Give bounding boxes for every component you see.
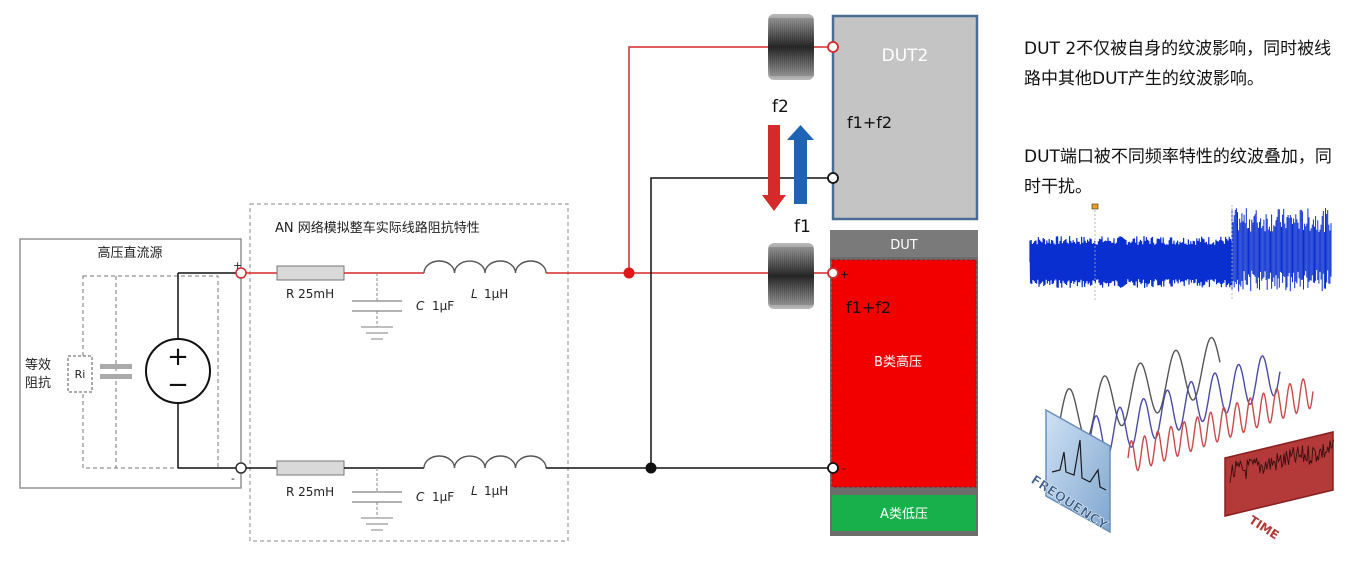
dut-minus-terminal bbox=[827, 462, 839, 474]
dut2-f-sum: f1+f2 bbox=[847, 113, 892, 132]
dut-a-label: A类低压 bbox=[880, 507, 928, 522]
dut-minus-sign: - bbox=[842, 462, 846, 475]
resistor-bottom bbox=[276, 460, 345, 476]
frequency-arrows: f2 f1 bbox=[762, 97, 814, 237]
capacitor-top bbox=[352, 273, 402, 340]
l-bottom-value: 1μH bbox=[484, 484, 508, 498]
note-paragraph-2: DUT端口被不同频率特性的纹波叠加，同时干扰。 bbox=[1024, 147, 1332, 197]
an-title: AN 网络模拟整车实际线路阻抗特性 bbox=[275, 220, 480, 236]
impedance-label-2: 阻抗 bbox=[25, 376, 51, 391]
noise-block-dut bbox=[768, 243, 814, 309]
source-minus-terminal bbox=[235, 462, 247, 474]
battery-minus: − bbox=[167, 370, 189, 400]
ripple-waveform bbox=[1029, 203, 1332, 300]
c-bottom-value: 1μF bbox=[432, 490, 454, 504]
dut2-plus-terminal bbox=[827, 41, 839, 53]
l-bottom-sym: L bbox=[471, 484, 478, 498]
source-title: 高压直流源 bbox=[97, 245, 162, 261]
capacitor-bottom bbox=[352, 468, 402, 531]
noise-block-dut2 bbox=[768, 14, 814, 80]
l-top-sym: L bbox=[471, 287, 478, 301]
hv-dc-source: 高压直流源 Ri 等效 阻抗 + − + - bbox=[19, 238, 247, 489]
dut-f-sum: f1+f2 bbox=[846, 298, 891, 317]
f2-label: f2 bbox=[772, 97, 789, 117]
c-top-value: 1μF bbox=[432, 299, 454, 313]
impedance-label-1: 等效 bbox=[25, 357, 51, 373]
frequency-time-illustration: FREQUENCY TIME bbox=[1028, 336, 1334, 543]
dut2-minus-terminal bbox=[827, 172, 839, 184]
inductor-bottom bbox=[423, 455, 547, 469]
note-paragraph-1: DUT 2不仅被自身的纹波影响，同时被线路中其他DUT产生的纹波影响。 bbox=[1024, 39, 1332, 89]
resistor-top bbox=[276, 265, 345, 281]
dut-plus-sign: + bbox=[840, 268, 849, 281]
an-network: AN 网络模拟整车实际线路阻抗特性 R 25mH C 1μF L 1μH R 2… bbox=[246, 203, 837, 542]
f1-label: f1 bbox=[794, 217, 811, 237]
dut-label: DUT bbox=[890, 238, 918, 253]
r-top-label: R 25mH bbox=[286, 287, 334, 301]
c-bottom-sym: C bbox=[416, 490, 425, 504]
source-minus-sign: - bbox=[231, 472, 235, 485]
dut-box: DUT f1+f2 B类高压 A类低压 + - bbox=[827, 230, 978, 536]
source-plus-sign: + bbox=[233, 259, 242, 272]
junction-black bbox=[645, 462, 657, 474]
dut-b-label: B类高压 bbox=[874, 354, 922, 370]
battery-plus: + bbox=[167, 342, 189, 372]
c-top-sym: C bbox=[416, 299, 425, 313]
dut-plus-terminal bbox=[827, 267, 839, 279]
r-bottom-label: R 25mH bbox=[286, 485, 334, 499]
junction-red bbox=[623, 267, 635, 279]
l-top-value: 1μH bbox=[484, 287, 508, 301]
ri-label: Ri bbox=[75, 368, 86, 381]
frequency-panel bbox=[1045, 408, 1111, 534]
time-label: TIME bbox=[1246, 513, 1281, 543]
time-panel bbox=[1224, 431, 1334, 517]
inductor-top bbox=[423, 260, 547, 274]
dut2-label: DUT2 bbox=[882, 46, 929, 66]
dut2-box: DUT2 f1+f2 bbox=[827, 14, 979, 221]
